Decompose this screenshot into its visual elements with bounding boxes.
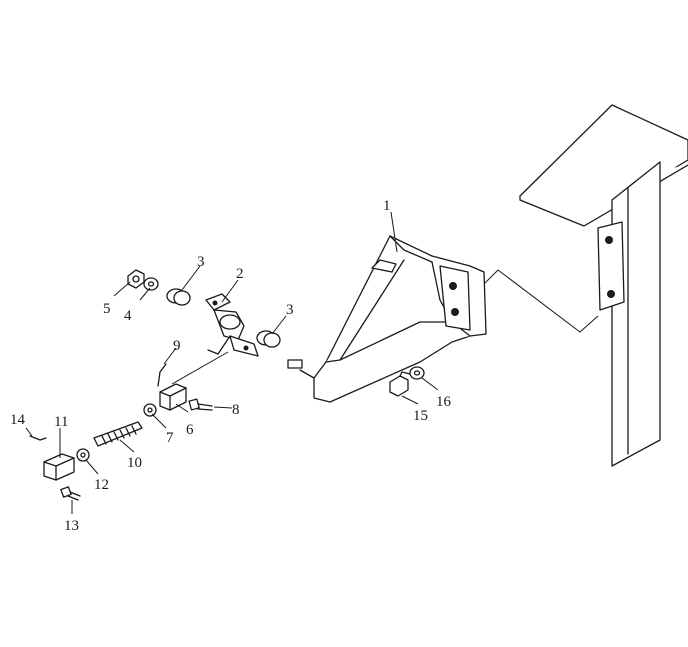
clevis-block-part-6 [159,351,229,411]
nut-part-5 [127,269,145,289]
callout-10: 10 [127,455,142,471]
assembly-leader-line [481,269,599,333]
frame-mount-plate [597,221,625,311]
nut-part-12 [76,448,90,462]
washer-part-16 [409,366,425,380]
washer-part-4 [143,277,159,291]
bolt-part-8 [188,398,213,411]
callout-5: 5 [103,301,111,317]
frame-mount-hole-upper [605,236,613,244]
callout-16: 16 [436,394,452,410]
main-bracket [287,235,487,403]
bracket-hole-lower [451,308,459,316]
bushing-left [166,288,191,306]
nut-part-7 [143,403,157,417]
pin-part-9 [157,363,167,387]
threaded-rod-part-10 [93,421,143,447]
callout-leaders [25,211,439,514]
frame-mount-hole-lower [607,290,615,298]
callout-9: 9 [173,338,181,354]
callout-11: 11 [54,414,68,430]
callout-12: 12 [94,477,109,493]
callout-6: 6 [186,422,194,438]
frame-post [611,161,661,467]
callout-15: 15 [413,408,428,424]
clevis-part-11 [43,453,75,481]
callout-14: 14 [10,412,26,428]
callout-labels: 1 2 3 3 4 5 6 7 8 9 10 11 12 13 14 15 16 [10,198,452,534]
lever-bracket [205,293,259,357]
bushing-right [256,330,281,348]
bracket-stud [287,359,303,369]
callout-1: 1 [383,198,391,214]
callout-7: 7 [166,430,174,446]
bracket-hole-upper [449,282,457,290]
cotter-pin-part-14 [29,435,47,441]
callout-4: 4 [124,308,132,324]
bolt-part-15 [389,371,411,397]
callout-3-left: 3 [197,254,205,270]
callout-2: 2 [236,266,244,282]
callout-3-right: 3 [286,302,294,318]
bolt-part-13 [60,486,81,501]
callout-8: 8 [232,402,240,418]
callout-13: 13 [64,518,79,534]
frame-structure [519,104,688,467]
